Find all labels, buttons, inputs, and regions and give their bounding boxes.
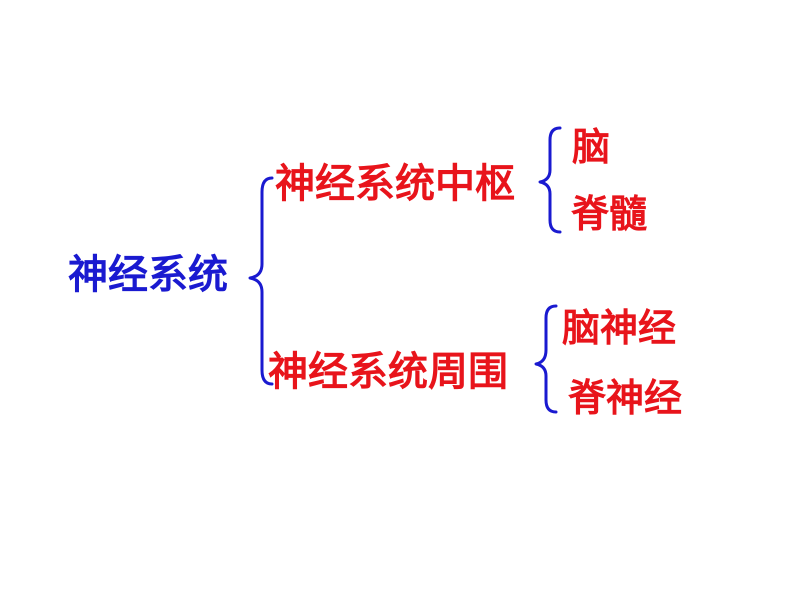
branch-node-central: 神经系统中枢	[275, 160, 515, 207]
peripheral-brace	[534, 304, 558, 414]
leaf-node-cranial-nerves: 脑神经	[562, 305, 677, 350]
branch-node-peripheral: 神经系统周围	[268, 348, 508, 395]
leaf-node-spinal-nerves: 脊神经	[568, 375, 683, 420]
root-brace	[248, 176, 274, 386]
root-node-nervous-system: 神经系统	[68, 251, 228, 298]
leaf-node-brain: 脑	[572, 124, 611, 169]
leaf-node-spinal-cord: 脊髓	[571, 191, 648, 236]
central-brace	[538, 126, 562, 234]
